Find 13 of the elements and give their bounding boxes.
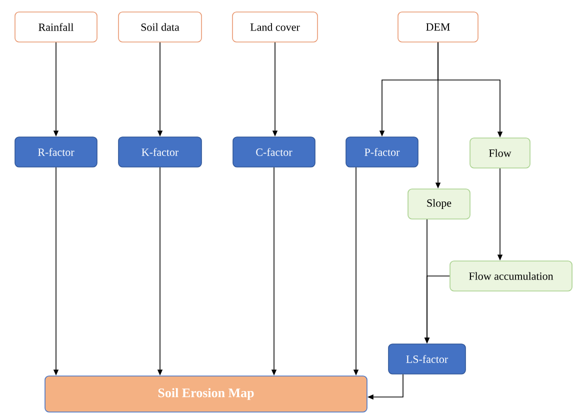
process-box: Flow: [470, 138, 530, 168]
factor-box: LS-factor: [388, 344, 466, 374]
input-box: Land cover: [232, 12, 318, 42]
output-box: Soil Erosion Map: [44, 376, 368, 412]
process-box: Flow accumulation: [450, 260, 572, 292]
factor-box: R-factor: [14, 136, 98, 168]
factor-box: P-factor: [346, 136, 418, 168]
input-box: Rainfall: [14, 12, 98, 42]
process-box: Slope: [408, 188, 470, 220]
input-box: DEM: [398, 12, 478, 42]
input-box: Soil data: [118, 12, 202, 42]
factor-box: K-factor: [118, 136, 202, 168]
factor-box: C-factor: [232, 136, 316, 168]
